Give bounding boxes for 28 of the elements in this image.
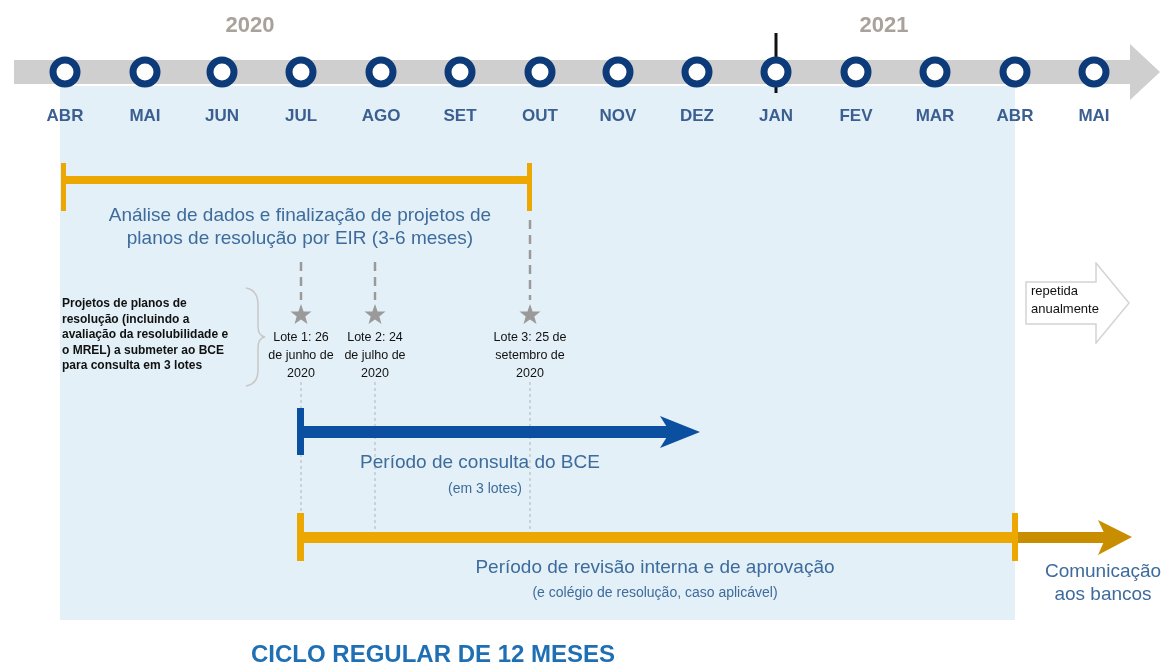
month-label: JUL — [283, 106, 319, 127]
batch-date-label: Lote 1: 26 de junho de 2020 — [267, 329, 335, 383]
note-text: Projetos de planos de resolução (incluindo a avaliação da resolubilidade e o MREL) a submeter ao BCE para consulta em 3 lotes — [62, 296, 230, 374]
phase-description: Análise de dados e finalização de projetos de planos de resolução por EIR (3-6 meses) — [107, 204, 493, 250]
month-label: ABR — [45, 106, 85, 127]
phase-subtitle: (em 3 lotes) — [447, 480, 523, 497]
year-label: 2021 — [858, 12, 910, 39]
phase-subtitle: (e colégio de resolução, caso aplicável) — [531, 584, 779, 601]
phase-description: Período de consulta do BCE — [359, 451, 601, 474]
caption: CICLO REGULAR DE 12 MESES — [249, 640, 617, 669]
month-label: OUT — [521, 106, 559, 127]
month-label: ABR — [995, 106, 1035, 127]
month-label: MAI — [128, 106, 162, 127]
month-label: FEV — [838, 106, 874, 127]
batch-date-label: Lote 3: 25 de setembro de 2020 — [492, 329, 568, 383]
month-label: JUN — [204, 106, 240, 127]
month-label: DEZ — [679, 106, 715, 127]
phase-description: Período de revisão interna e de aprovação — [474, 556, 836, 579]
node-text: repetida anualmente — [1031, 282, 1100, 318]
batch-date-label: Lote 2: 24 de julho de 2020 — [343, 329, 407, 383]
month-label: SET — [442, 106, 478, 127]
month-label: MAI — [1077, 106, 1111, 127]
output-label: Comunicação aos bancos — [1043, 560, 1163, 606]
month-label: NOV — [598, 106, 638, 127]
year-label: 2020 — [224, 12, 276, 39]
month-label: JAN — [758, 106, 794, 127]
month-label: AGO — [360, 106, 402, 127]
month-label: MAR — [914, 106, 956, 127]
